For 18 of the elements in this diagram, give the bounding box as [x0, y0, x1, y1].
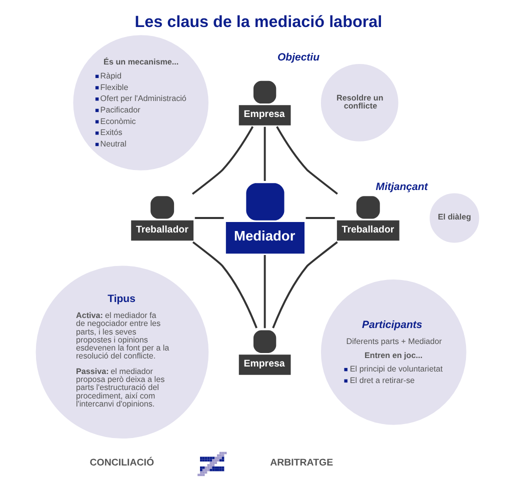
node-circle: El diàleg — [430, 193, 480, 243]
node-label: Objectiu — [277, 52, 320, 64]
connector — [264, 255, 266, 328]
node-label: Mitjançant — [376, 180, 428, 193]
node-circle: Resoldre un conflicte — [320, 64, 398, 142]
connector — [272, 241, 338, 328]
label: CONCILIACIÓ — [90, 458, 154, 469]
connector — [194, 217, 224, 219]
node-circle: Participants Diferents parts + Mediador Entren en joc... El principi de voluntarietat El dret a retirar-se — [320, 279, 466, 425]
connector — [306, 217, 335, 219]
diagram-title: Les claus de la mediació laboral — [134, 12, 382, 31]
label: ARBITRATGE — [270, 458, 334, 469]
node-circle: Tipus Activa: el mediador fa de negociador entre les parts, i les seves propostes i opinions esdevenen la font per a la resolució del conflicte. Passiva: el mediador proposa però deixa a les parts l'estructuració del procediment, així com l'intercanvi d'opinions. — [36, 266, 209, 439]
connector — [276, 126, 338, 195]
connector — [192, 241, 258, 328]
connector — [192, 126, 254, 195]
node-circle: És un mecanisme... Ràpid Flexible Ofert per l'Administració Pacificador Econòmic Exitós Neutral — [73, 35, 208, 170]
connector — [264, 126, 266, 181]
